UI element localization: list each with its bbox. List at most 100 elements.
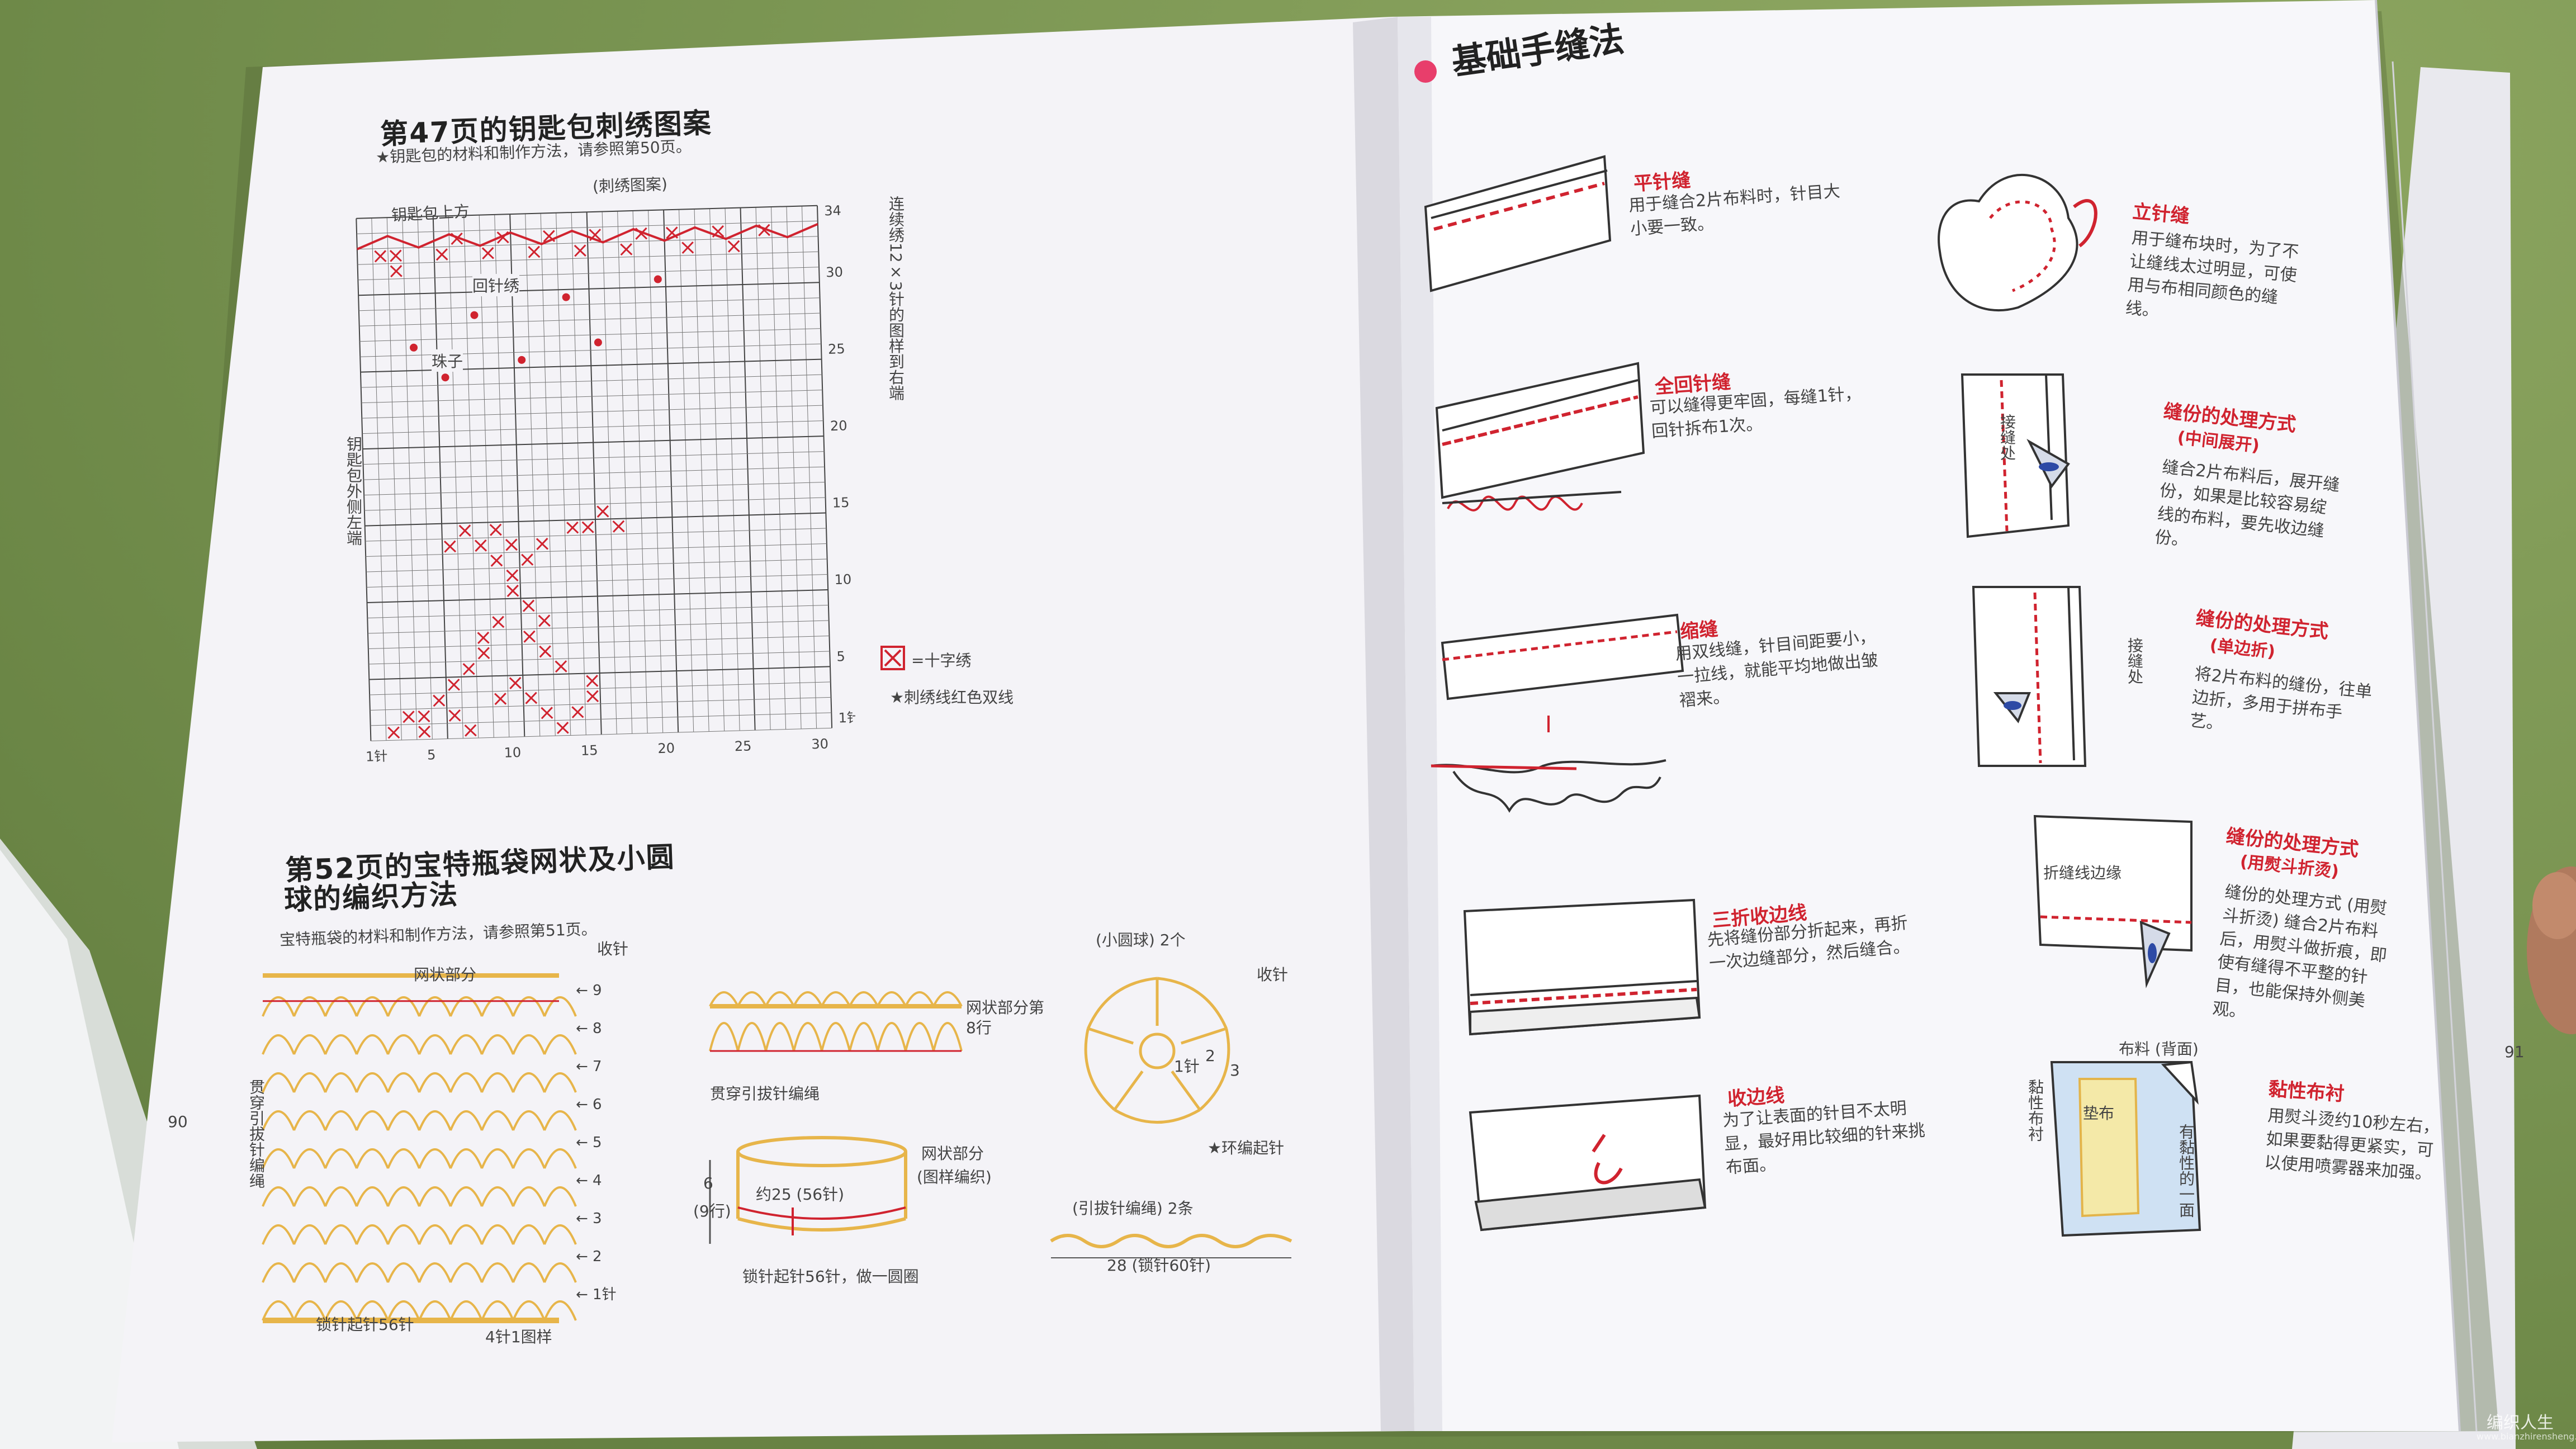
left-page-number: 90 — [168, 1112, 188, 1131]
chain-loop — [481, 1110, 514, 1131]
cross-stitch-mark — [464, 724, 477, 737]
chain-loop — [293, 1034, 326, 1055]
chain-loop — [932, 991, 963, 1007]
x-axis-tick: 20 — [657, 740, 675, 756]
x-axis-tick: 25 — [735, 738, 752, 754]
label-back-stitch: 回针绣 — [472, 274, 520, 296]
chain-loop — [765, 1022, 795, 1052]
label-chain-start: 锁针起针56针 — [316, 1315, 414, 1334]
chain-loop — [356, 1034, 389, 1055]
label-chain-ring: 锁针起针56针，做一圆圈 — [742, 1267, 919, 1286]
chain-loop — [543, 996, 577, 1017]
illustration-label: 接缝处 — [2125, 637, 2144, 684]
cross-stitch-mark — [556, 722, 569, 735]
ball-n3: 3 — [1230, 1061, 1240, 1079]
illustration-label: 折缝线边缘 — [2043, 864, 2122, 882]
chain-loop — [387, 996, 420, 1017]
chain-loop — [293, 1262, 326, 1283]
bead-mark — [594, 338, 602, 347]
cross-stitch-mark — [435, 248, 448, 261]
cross-stitch-mark — [581, 521, 594, 534]
chain-loop — [821, 1022, 851, 1052]
cross-stitch-mark — [402, 711, 415, 723]
bead-mark — [441, 373, 449, 382]
row-number: ← 1针 — [576, 1286, 617, 1303]
cross-stitch-legend-icon — [880, 646, 905, 670]
petal-loop — [1084, 1028, 1116, 1111]
chain-loop — [293, 1300, 326, 1321]
cross-stitch-mark — [477, 631, 490, 645]
cross-stitch-mark — [389, 249, 402, 262]
legend-note: ★刺绣线红色双线 — [890, 688, 1014, 707]
chain-loop — [765, 991, 795, 1007]
cross-stitch-mark — [612, 520, 625, 533]
chain-loop — [481, 1300, 514, 1321]
center-ring — [1139, 1033, 1176, 1069]
cross-stitch-mark — [574, 244, 586, 257]
chain-loop — [356, 1262, 389, 1283]
chain-loop — [709, 1022, 739, 1052]
chain-loop — [387, 1300, 420, 1321]
label-chain60: 28 (锁针60针) — [1107, 1256, 1211, 1275]
chain-loop — [481, 1034, 514, 1055]
row-number: ← 8 — [576, 1020, 602, 1037]
cross-stitch-mark — [505, 538, 518, 551]
chain-loop — [905, 1022, 935, 1052]
cross-stitch-mark — [727, 240, 740, 253]
chain-loop — [481, 1072, 514, 1093]
chain-loop — [262, 1262, 295, 1283]
label-net-part3: 网状部分 — [921, 1144, 984, 1163]
chain-loop — [481, 1224, 514, 1245]
illustration-label: 垫布 — [2083, 1104, 2115, 1123]
chain-loop — [262, 1034, 295, 1055]
row-number: ← 3 — [576, 1210, 602, 1227]
label-left-side: 钥匙包外侧左端 — [344, 436, 363, 546]
chain-loop — [737, 991, 767, 1007]
cross-stitch-mark — [474, 539, 487, 552]
cross-stitch-mark — [447, 678, 460, 692]
crochet-row8-diagram — [709, 991, 963, 1052]
chain-loop — [356, 1300, 389, 1321]
label-bead: 珠子 — [432, 349, 463, 372]
cross-stitch-mark — [462, 662, 475, 675]
bead-mark — [518, 356, 526, 364]
chain-loop — [543, 1110, 577, 1131]
cross-stitch-mark — [492, 615, 505, 628]
back-stitch-line — [357, 222, 818, 250]
chain-loop — [387, 1148, 420, 1169]
bead-mark — [410, 343, 418, 352]
chain-loop — [324, 1224, 358, 1245]
petal-loop — [1087, 977, 1158, 1029]
chain-loop — [481, 1186, 514, 1207]
chain-loop — [387, 1224, 420, 1245]
cross-stitch-mark — [555, 660, 567, 673]
y-axis-tick: 10 — [834, 571, 851, 588]
label-ball-bind: 收针 — [1257, 965, 1289, 984]
chain-loop — [324, 1300, 358, 1321]
chain-loop — [324, 1262, 358, 1283]
chain-loop — [449, 1262, 483, 1283]
cross-stitch-mark — [528, 245, 541, 258]
cross-stitch-mark — [596, 505, 609, 518]
ball-n1: 1针 — [1174, 1057, 1200, 1076]
label-net-part: 网状部分 — [414, 965, 477, 984]
chain-loop — [356, 1186, 389, 1207]
sewing-item-title: 黏性布衬 — [2267, 1078, 2345, 1106]
cross-stitch-mark — [494, 693, 507, 705]
ball-n2: 2 — [1205, 1046, 1215, 1065]
chain-loop — [932, 1022, 963, 1052]
sewing-item-title: 立针缝 — [2132, 200, 2191, 228]
chain-loop — [262, 1148, 295, 1169]
sewing-item-text: 缝份的处理方式 (用熨斗折烫) 缝合2片布料后，用熨斗做折痕，即使有缝得不平整的… — [2212, 882, 2388, 1022]
cross-stitch-mark — [586, 690, 599, 703]
illustration-label: 接缝处 — [1998, 414, 2016, 461]
label-bind-off: 收针 — [597, 940, 629, 958]
chain-loop — [543, 1224, 577, 1245]
row-number: ← 4 — [576, 1172, 602, 1189]
chain-loop — [512, 1262, 546, 1283]
chain-loop — [293, 1148, 326, 1169]
cross-stitch-mark — [571, 705, 584, 718]
cross-stitch-mark — [481, 247, 494, 260]
sewing-illustrations — [1424, 155, 2201, 1237]
